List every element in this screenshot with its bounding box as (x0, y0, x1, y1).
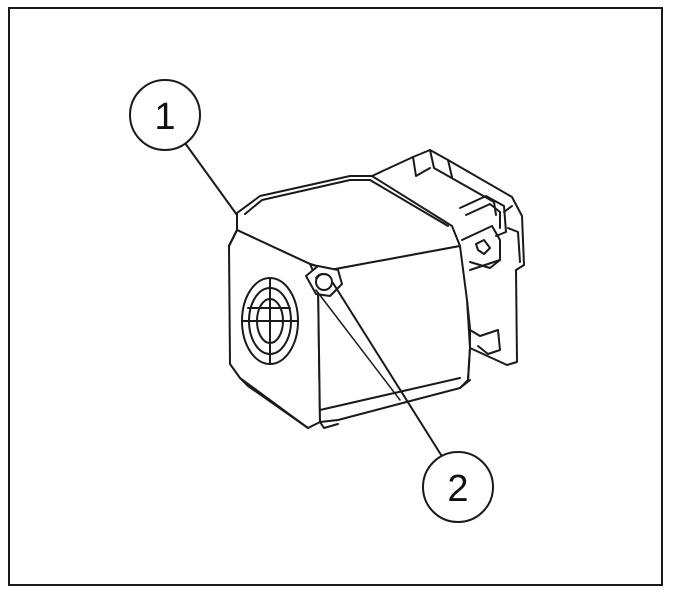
led-indicator (305, 265, 343, 297)
leader-lines (184, 142, 444, 459)
sensing-face-target-icon (241, 277, 299, 365)
sensor-housing (228, 175, 471, 429)
callout-1-label: 1 (154, 96, 175, 138)
callout-2-circle (422, 451, 494, 523)
callout-1-circle (129, 79, 201, 151)
callout-2-label: 2 (447, 468, 468, 510)
